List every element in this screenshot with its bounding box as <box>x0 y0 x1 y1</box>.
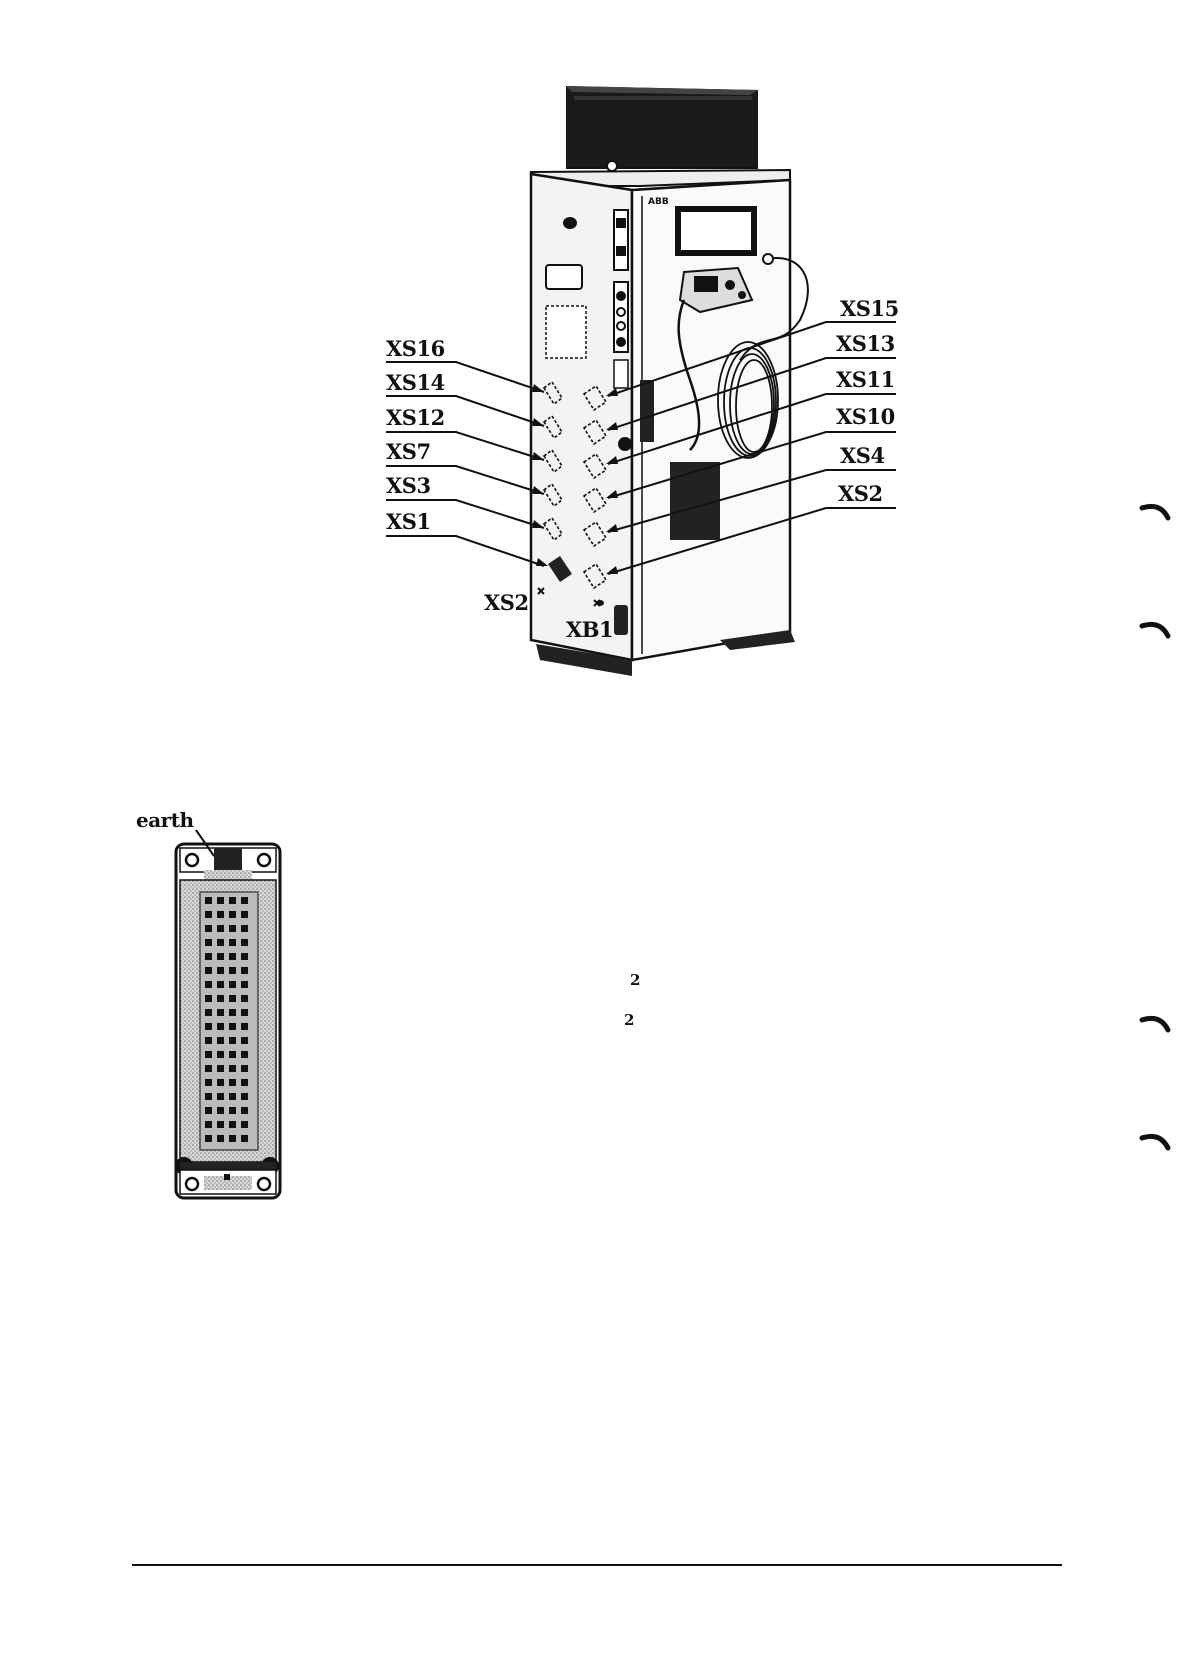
connector-pin <box>241 911 248 918</box>
side-window <box>546 265 582 289</box>
binding-marks <box>1142 506 1168 1148</box>
connector-pin <box>217 1037 224 1044</box>
cabinet-top-unit <box>566 86 758 171</box>
connector-pin <box>229 1079 236 1086</box>
connector-pin <box>217 911 224 918</box>
connector-pin <box>205 1135 212 1142</box>
connector-pin <box>217 1009 224 1016</box>
connector-pin <box>229 981 236 988</box>
label-xs15: XS15 <box>840 296 899 321</box>
label-xs3: XS3 <box>386 473 431 498</box>
connector-pin <box>229 1135 236 1142</box>
connector-pin <box>241 1079 248 1086</box>
connector-pin <box>241 1121 248 1128</box>
connector-pin <box>217 953 224 960</box>
side-knob <box>563 217 577 229</box>
connector-pin <box>205 981 212 988</box>
connector-pin <box>205 1009 212 1016</box>
connector-pin <box>241 1051 248 1058</box>
connector-pin <box>241 953 248 960</box>
connector-pin <box>241 1093 248 1100</box>
connector-pin <box>205 1093 212 1100</box>
connector-illustration <box>175 830 280 1198</box>
connector-pin <box>241 1037 248 1044</box>
connector-pin <box>229 911 236 918</box>
connector-pin <box>229 897 236 904</box>
front-dark-panel <box>670 462 720 540</box>
connector-pin <box>241 981 248 988</box>
label-xs12: XS12 <box>386 405 445 430</box>
connector-pin <box>217 1135 224 1142</box>
connector-pin <box>217 939 224 946</box>
connector-pin <box>229 1009 236 1016</box>
connector-pin <box>229 1065 236 1072</box>
connector-pin <box>229 925 236 932</box>
label-xs13: XS13 <box>836 331 895 356</box>
connector-pin <box>205 995 212 1002</box>
connector-pin <box>205 1079 212 1086</box>
connector-pin <box>217 1079 224 1086</box>
label-xs2-right: XS2 <box>838 481 883 506</box>
connector-pin <box>205 967 212 974</box>
connector-pin <box>217 1051 224 1058</box>
label-xs10: XS10 <box>836 404 895 429</box>
label-xs4: XS4 <box>840 443 885 468</box>
connector-pin <box>217 1023 224 1030</box>
connector-pin <box>241 995 248 1002</box>
label-xs1: XS1 <box>386 509 431 534</box>
connector-pin <box>241 967 248 974</box>
svg-text:ABB: ABB <box>648 197 669 207</box>
label-xs16: XS16 <box>386 336 445 361</box>
connector-pin <box>205 897 212 904</box>
connector-pin <box>241 897 248 904</box>
connector-pin <box>205 1107 212 1114</box>
connector-pin <box>229 1037 236 1044</box>
connector-pin <box>241 1009 248 1016</box>
connector-pin <box>205 925 212 932</box>
connector-pin <box>229 1093 236 1100</box>
connector-pin <box>229 939 236 946</box>
connector-pin <box>217 967 224 974</box>
label-xs2-side: XS2 <box>484 590 529 615</box>
connector-pin <box>217 1121 224 1128</box>
label-earth: earth <box>136 808 194 832</box>
connector-pin <box>205 1051 212 1058</box>
connector-pin <box>241 925 248 932</box>
connector-pin <box>229 995 236 1002</box>
connector-pin <box>241 1107 248 1114</box>
label-xs14: XS14 <box>386 370 445 395</box>
connector-pin <box>229 1107 236 1114</box>
connector-pin <box>217 1065 224 1072</box>
connector-pin <box>241 1065 248 1072</box>
connector-pin <box>205 911 212 918</box>
connector-pin <box>217 925 224 932</box>
connector-pin <box>217 995 224 1002</box>
superscript-2-b: 2 <box>624 1011 634 1029</box>
side-plate <box>546 306 586 358</box>
label-xb1: XB1 <box>566 617 613 642</box>
connector-pin <box>229 1023 236 1030</box>
connector-pin <box>229 1121 236 1128</box>
connector-pin <box>217 1093 224 1100</box>
label-xs7: XS7 <box>386 439 431 464</box>
connector-pin <box>229 953 236 960</box>
superscript-2-a: 2 <box>630 971 640 989</box>
connector-pin <box>205 1023 212 1030</box>
connector-pin <box>217 897 224 904</box>
connector-pin <box>229 967 236 974</box>
connector-pin <box>217 981 224 988</box>
connector-pin <box>205 939 212 946</box>
connector-pin <box>241 1135 248 1142</box>
label-xs11: XS11 <box>836 367 895 392</box>
connector-pin <box>205 1037 212 1044</box>
connector-pin <box>229 1051 236 1058</box>
connector-pin <box>241 939 248 946</box>
connector-pin <box>241 1023 248 1030</box>
connector-pin <box>217 1107 224 1114</box>
connector-pin <box>205 1065 212 1072</box>
front-bottom-connector <box>614 605 628 635</box>
connector-pin <box>205 1121 212 1128</box>
footer-rule <box>132 1564 1062 1566</box>
connector-pin <box>205 953 212 960</box>
